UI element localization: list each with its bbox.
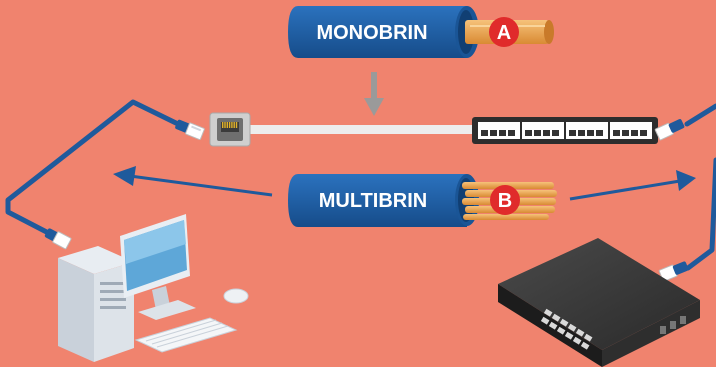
monobrin-label: MONOBRIN [316,22,427,44]
multibrin-label: MULTIBRIN [319,190,428,212]
badge-a [489,17,519,47]
rj45-plug-icon [175,119,205,141]
badge-b-letter: B [498,190,512,212]
desktop-computer-icon [58,214,249,362]
rj45-plug-icon [658,261,689,282]
patch-panel-icon [472,117,658,144]
left-ethernet-cable [5,99,181,243]
left-arrow-icon [113,166,273,197]
permanent-link-cable [250,125,472,134]
rj45-jack-icon [209,112,251,147]
right-ethernet-cable [684,103,716,271]
monobrin-capsule: A MONOBRIN [288,6,554,58]
rj45-plug-icon [654,119,685,141]
rj45-plug-icon [44,228,72,250]
multibrin-capsule: B MULTIBRIN [288,174,557,227]
right-arrow-icon [569,170,696,201]
down-arrow-icon [364,72,384,116]
network-switch-icon [498,238,700,367]
badge-b [490,185,520,215]
badge-a-letter: A [497,22,511,44]
